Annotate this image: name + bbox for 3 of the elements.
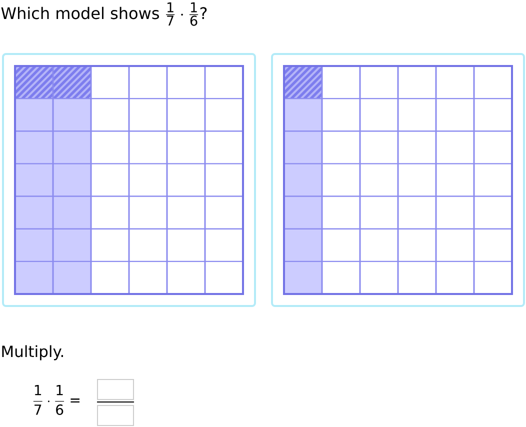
question-text: $\text{Which model shows }\frac{1}{7}\cdot\frac{1}{6}?$ (1, 2, 207, 26)
equation: $\frac{1}{7}\cdot\frac{1}{6}=$ (33, 384, 80, 415)
instruction-text: Multiply. (2, 345, 63, 360)
